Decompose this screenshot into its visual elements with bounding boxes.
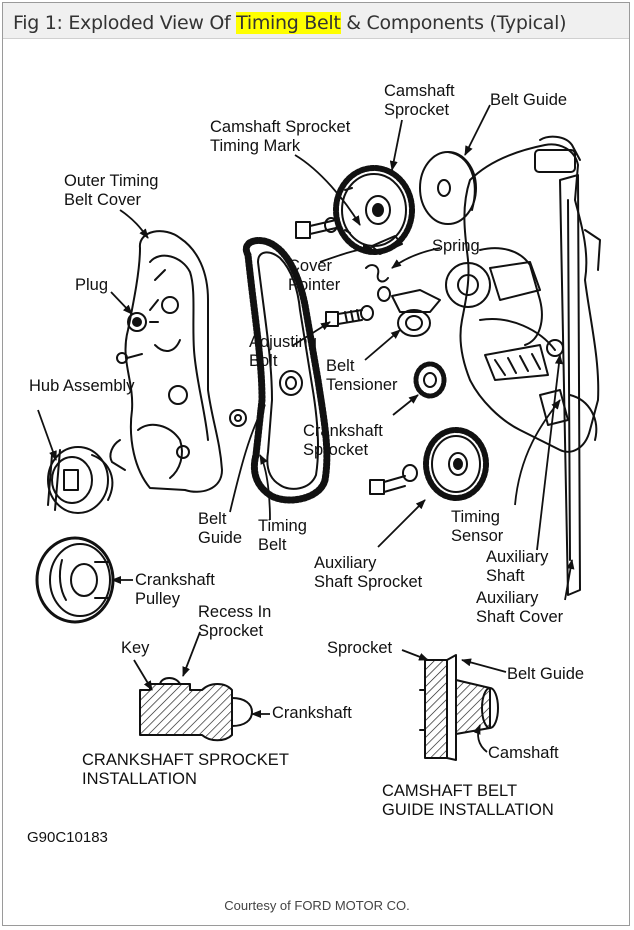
label-camshaft-sprocket-timing-mark: Camshaft Sprocket Timing Mark	[210, 118, 351, 155]
label-crankshaft-sprocket-installation: CRANKSHAFT SPROCKET INSTALLATION	[82, 751, 289, 788]
label-spring: Spring	[432, 237, 480, 255]
label-key: Key	[121, 639, 150, 657]
engine-block	[445, 135, 601, 453]
label-belt-guide-detail: Belt Guide	[507, 665, 585, 683]
cover-pointer-part	[371, 235, 403, 255]
small-bolt	[116, 352, 143, 364]
leader-lines	[37, 104, 575, 753]
label-timing-belt: Timing Belt	[258, 517, 307, 554]
crankshaft-pulley-part	[35, 536, 115, 624]
label-plug: Plug	[75, 276, 109, 294]
belt-tensioner-part	[365, 264, 441, 337]
figure-header: Fig 1: Exploded View Of Timing Belt & Co…	[3, 3, 629, 39]
label-auxiliary-shaft: Auxiliary Shaft	[486, 548, 549, 585]
outer-timing-belt-cover	[109, 230, 247, 493]
adjusting-bolt-part	[325, 305, 374, 327]
label-crankshaft-sprocket: Crankshaft Sprocket	[303, 422, 383, 459]
title-suffix: & Components (Typical)	[340, 12, 567, 34]
label-camshaft: Camshaft	[488, 744, 559, 762]
label-cover-pointer: Cover Pointer	[288, 257, 341, 294]
label-recess-in-sprocket: Recess In Sprocket	[198, 603, 272, 640]
label-adjusting-bolt: Adjusting Bolt	[249, 333, 317, 370]
title-highlight: Timing Belt	[236, 12, 341, 34]
crankshaft-belt-guide-part	[279, 370, 303, 396]
figure-code: G90C10183	[27, 829, 108, 846]
label-crankshaft: Crankshaft	[272, 704, 352, 722]
camshaft-belt-guide-installation-detail	[419, 654, 499, 761]
label-auxiliary-shaft-cover: Auxiliary Shaft Cover	[476, 589, 564, 626]
label-belt-tensioner: Belt Tensioner	[326, 357, 398, 394]
auxiliary-shaft-cover-part	[559, 174, 581, 596]
auxiliary-shaft-sprocket-part	[369, 427, 489, 501]
label-belt-guide-lower: Belt Guide	[198, 510, 243, 547]
timing-belt-part	[242, 237, 331, 504]
label-sprocket: Sprocket	[327, 639, 393, 657]
hub-assembly-part	[47, 446, 114, 514]
camshaft-sprocket-part	[333, 165, 415, 255]
label-crankshaft-pulley: Crankshaft Pulley	[135, 571, 215, 608]
crankshaft-sprocket-part	[413, 361, 447, 399]
crankshaft-sprocket-installation-detail	[139, 677, 253, 742]
label-hub-assembly: Hub Assembly	[29, 377, 135, 395]
label-camshaft-belt-guide-installation: CAMSHAFT BELT GUIDE INSTALLATION	[382, 782, 554, 819]
belt-guide-disc	[419, 151, 477, 225]
title-prefix: Fig 1: Exploded View Of	[13, 12, 237, 34]
camshaft-bolt	[295, 217, 338, 239]
label-outer-timing-belt-cover: Outer Timing Belt Cover	[64, 172, 159, 209]
label-timing-sensor: Timing Sensor	[451, 508, 504, 545]
label-auxiliary-shaft-sprocket: Auxiliary Shaft Sprocket	[314, 554, 423, 591]
figure-title: Fig 1: Exploded View Of Timing Belt & Co…	[13, 12, 567, 34]
label-belt-guide-top: Belt Guide	[490, 91, 568, 109]
courtesy-credit: Courtesy of FORD MOTOR CO.	[224, 898, 410, 913]
label-camshaft-sprocket: Camshaft Sprocket	[384, 82, 455, 119]
plug-part	[127, 312, 159, 332]
